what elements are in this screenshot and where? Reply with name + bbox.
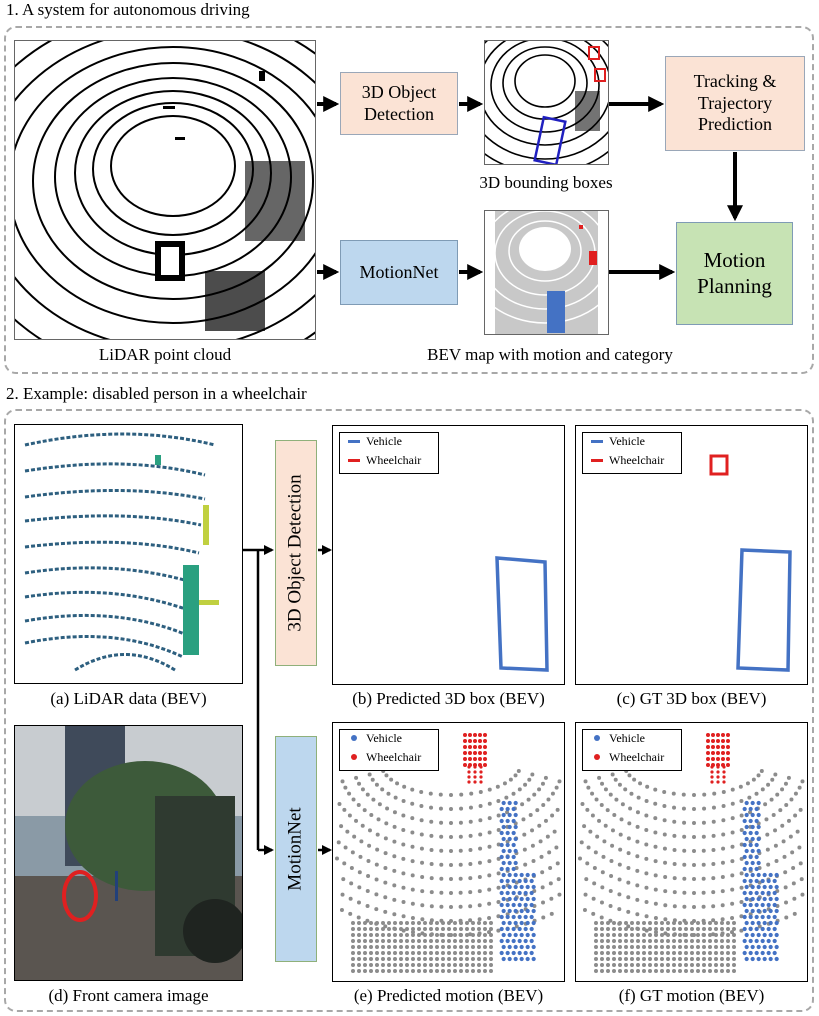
section2-motionnet-box: MotionNet (275, 736, 317, 962)
tracking-prediction-box: Tracking & Trajectory Prediction (665, 56, 805, 151)
wheelchair-legend-swatch (348, 459, 360, 462)
wheelchair-legend-label: Wheelchair (366, 750, 422, 764)
legend: Vehicle Wheelchair (339, 432, 439, 474)
gt-3d-box-panel: Vehicle Wheelchair (575, 425, 808, 685)
section1-arrows (317, 96, 743, 280)
vehicle-legend-swatch (348, 440, 360, 443)
wheelchair-legend-label: Wheelchair (609, 453, 665, 467)
predicted-motion-panel: Vehicle Wheelchair (332, 722, 565, 982)
section2-frame (4, 409, 814, 1012)
motion-planning-box: Motion Planning (676, 222, 793, 325)
gt-motion-dots (578, 733, 805, 973)
gt-motion-panel: Vehicle Wheelchair (575, 722, 808, 982)
lidar-point-cloud-image (14, 40, 316, 340)
vehicle-legend-label: Vehicle (366, 731, 402, 745)
vehicle-legend-label: Vehicle (609, 434, 645, 448)
bev-map-image (484, 210, 609, 335)
caption-d: (d) Front camera image (48, 986, 209, 1005)
predicted-3d-box-panel: Vehicle Wheelchair (332, 425, 565, 685)
legend: Vehicle Wheelchair (582, 729, 682, 771)
vehicle-legend-label: Vehicle (609, 731, 645, 745)
vehicle-legend-label: Vehicle (366, 434, 402, 448)
caption-f: (f) GT motion (BEV) (618, 986, 765, 1005)
caption-b: (b) Predicted 3D box (BEV) (352, 689, 545, 708)
wheelchair-legend-dot (594, 754, 600, 760)
section2-object-detection-box: 3D Object Detection (275, 440, 317, 666)
object-detection-box: 3D Object Detection (340, 72, 458, 135)
section1-title: 1. A system for autonomous driving (6, 0, 250, 19)
caption-e: (e) Predicted motion (BEV) (353, 986, 544, 1005)
caption-c: (c) GT 3D box (BEV) (616, 689, 767, 708)
lidar-bev-image (14, 424, 243, 684)
wheelchair-legend-swatch (591, 459, 603, 462)
caption-a: (a) LiDAR data (BEV) (50, 689, 207, 708)
predicted-vehicle-box (495, 556, 549, 672)
bev-caption: BEV map with motion and category (427, 345, 673, 364)
predicted-motion-dots (335, 733, 562, 973)
section2-title: 2. Example: disabled person in a wheelch… (6, 384, 307, 403)
vehicle-legend-dot (594, 735, 600, 741)
wheelchair-legend-dot (351, 754, 357, 760)
gt-vehicle-box (736, 548, 792, 672)
legend: Vehicle Wheelchair (582, 432, 682, 474)
vehicle-legend-dot (351, 735, 357, 741)
wheelchair-legend-label: Wheelchair (366, 453, 422, 467)
section2-arrows (243, 545, 332, 855)
motionnet-box: MotionNet (340, 240, 458, 305)
bboxes-caption: 3D bounding boxes (479, 173, 613, 192)
section1-frame (4, 26, 814, 374)
front-camera-image (14, 725, 243, 981)
bounding-boxes-image (484, 40, 609, 165)
gt-wheelchair-box (709, 454, 729, 476)
wheelchair-legend-label: Wheelchair (609, 750, 665, 764)
legend: Vehicle Wheelchair (339, 729, 439, 771)
lidar-caption: LiDAR point cloud (98, 345, 232, 364)
vehicle-legend-swatch (591, 440, 603, 443)
